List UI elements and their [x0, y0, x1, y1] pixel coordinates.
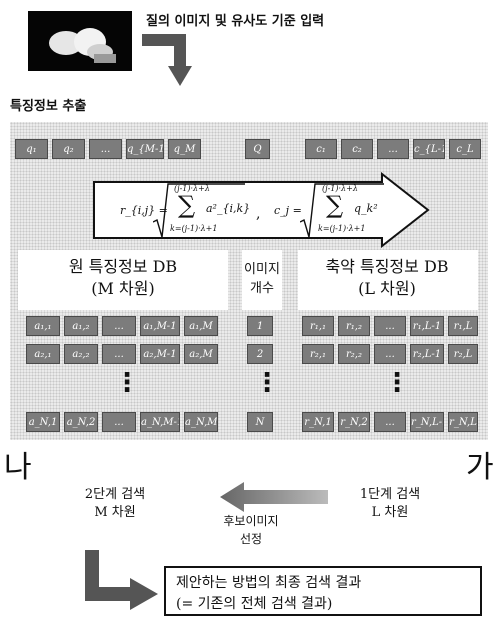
stage-letter-right: 가 [466, 450, 494, 485]
count-cell: N [247, 412, 273, 432]
formula-right-term: q_k² [354, 202, 378, 215]
original-db-cell: a₁,M [184, 316, 218, 336]
original-db-panel [18, 250, 228, 310]
original-db-cell: a₂,₁ [26, 344, 60, 364]
formula-left-lower: k=(j-1)·λ+1 [170, 224, 218, 233]
query-cell: Q [245, 139, 270, 159]
original-db-cell: ... [102, 344, 136, 364]
reduced-db-title-line2: (L 차원) [358, 279, 416, 298]
final-result-box: 제안하는 방법의 최종 검색 결과 (= 기존의 전체 검색 결과) [164, 566, 482, 616]
sqrt-symbol [300, 183, 384, 238]
reduced-db-cell: r₁,L-1 [410, 316, 444, 336]
formula-left-lhs: r_{i,j} = [120, 204, 168, 217]
formula-left: r_{i,j} = (j-1)·λ+λ ∑ a²_{i,k} k=(j-1)·λ… [120, 180, 250, 240]
reduced-db-cell: r_N,L [448, 412, 478, 432]
reduced-db-cell: ... [374, 344, 406, 364]
reduced-db-cell: r_N,L-1 [410, 412, 444, 432]
reduction-formula-arrow [93, 172, 430, 248]
count-title-line2: 개수 [250, 281, 274, 296]
original-db-title: 원 특징정보 DB (M 차원) [18, 256, 228, 300]
feature-extract-label: 특징정보 추출 [10, 99, 87, 114]
reduced-db-title: 축약 특징정보 DB (L 차원) [292, 256, 482, 300]
original-db-cell: a₂,₂ [64, 344, 98, 364]
reduced-db-cell: r₂,L-1 [410, 344, 444, 364]
left-arrow-icon [220, 482, 328, 512]
original-db-vdots: ⋮ [114, 368, 140, 398]
feature-cell: q_M [168, 139, 201, 159]
reduced-db-cell: r₁,L [448, 316, 478, 336]
reduced-db-cell: ... [374, 316, 406, 336]
original-db-cell: a₁,₂ [64, 316, 98, 336]
query-image-graphic [28, 11, 132, 71]
stage2-label-line2: M 차원 [94, 505, 136, 520]
reduced-feature-cell: c₁ [305, 139, 337, 159]
original-db-cell: a_N,2 [64, 412, 98, 432]
reduced-db-vdots: ⋮ [384, 368, 410, 398]
original-db-cell: a_N,1 [26, 412, 60, 432]
reduced-db-cell: r₁,₂ [338, 316, 370, 336]
count-panel [242, 250, 282, 310]
feature-cell: q₁ [15, 139, 48, 159]
original-db-cell: ... [102, 412, 136, 432]
feature-cell: q₂ [52, 139, 85, 159]
original-db-cell: a_N,M-1 [140, 412, 180, 432]
original-db-cell: a₁,M-1 [140, 316, 180, 336]
original-db-cell: a₂,M-1 [140, 344, 180, 364]
formula-right-upper: (j-1)·λ+λ [322, 184, 358, 193]
reduced-db-panel [298, 250, 478, 310]
stage2-label: 2단계 검색 M 차원 [60, 486, 170, 522]
formula-separator: , [256, 206, 261, 222]
reduced-feature-cell: c₂ [341, 139, 373, 159]
count-title-line1: 이미지 [244, 262, 280, 277]
reduced-feature-cell: ... [377, 139, 409, 159]
query-input-label: 질의 이미지 및 유사도 기준 입력 [146, 14, 325, 29]
count-cell: 1 [247, 316, 273, 336]
reduced-db-cell: ... [374, 412, 406, 432]
formula-right: c_j = (j-1)·λ+λ ∑ q_k² k=(j-1)·λ+1 [274, 180, 404, 240]
reduced-feature-cell: c_L [449, 139, 481, 159]
stage1-label-line1: 1단계 검색 [359, 487, 421, 502]
reduced-db-cell: r₁,₁ [302, 316, 334, 336]
reduced-db-title-line1: 축약 특징정보 DB [325, 257, 449, 276]
reduced-db-cell: r₂,L [448, 344, 478, 364]
formula-left-term: a²_{i,k} [206, 202, 251, 215]
sigma-icon: ∑ [178, 191, 196, 219]
stage1-label-line2: L 차원 [371, 505, 409, 520]
final-result-line1: 제안하는 방법의 최종 검색 결과 [176, 575, 362, 591]
count-cell: 2 [247, 344, 273, 364]
sqrt-symbol [153, 183, 245, 238]
original-db-title-line2: (M 차원) [91, 279, 155, 298]
reduced-db-cell: r_N,1 [302, 412, 334, 432]
count-vdots: ⋮ [254, 368, 280, 398]
original-db-cell: a₁,₁ [26, 316, 60, 336]
reduced-feature-cell: c_{L-1} [413, 139, 445, 159]
candidate-selection-label: 후보이미지 선정 [208, 512, 294, 548]
sigma-icon: ∑ [326, 191, 344, 219]
stage1-label: 1단계 검색 L 차원 [340, 486, 440, 522]
curved-arrow-right-icon [85, 550, 158, 610]
reduced-db-cell: r₂,₁ [302, 344, 334, 364]
final-result-line2: (= 기존의 전체 검색 결과) [176, 596, 333, 612]
original-db-title-line1: 원 특징정보 DB [68, 257, 178, 276]
original-db-cell: a₂,M [184, 344, 218, 364]
feature-cell: q_{M-1} [126, 139, 164, 159]
reduced-db-cell: r₂,₂ [338, 344, 370, 364]
count-title: 이미지 개수 [238, 260, 286, 298]
query-image-thumbnail [28, 11, 132, 71]
candidate-label-line2: 선정 [239, 532, 263, 546]
feature-cell: ... [89, 139, 122, 159]
formula-right-lower: k=(j-1)·λ+1 [318, 224, 366, 233]
original-db-cell: ... [102, 316, 136, 336]
curved-arrow-down-icon [142, 34, 192, 86]
formula-right-lhs: c_j = [274, 204, 302, 217]
stage-letter-left: 나 [4, 450, 32, 485]
candidate-label-line1: 후보이미지 [223, 514, 279, 528]
stage2-label-line1: 2단계 검색 [84, 487, 146, 502]
original-db-cell: a_N,M [184, 412, 218, 432]
formula-left-upper: (j-1)·λ+λ [174, 184, 210, 193]
reduced-db-cell: r_N,2 [338, 412, 370, 432]
